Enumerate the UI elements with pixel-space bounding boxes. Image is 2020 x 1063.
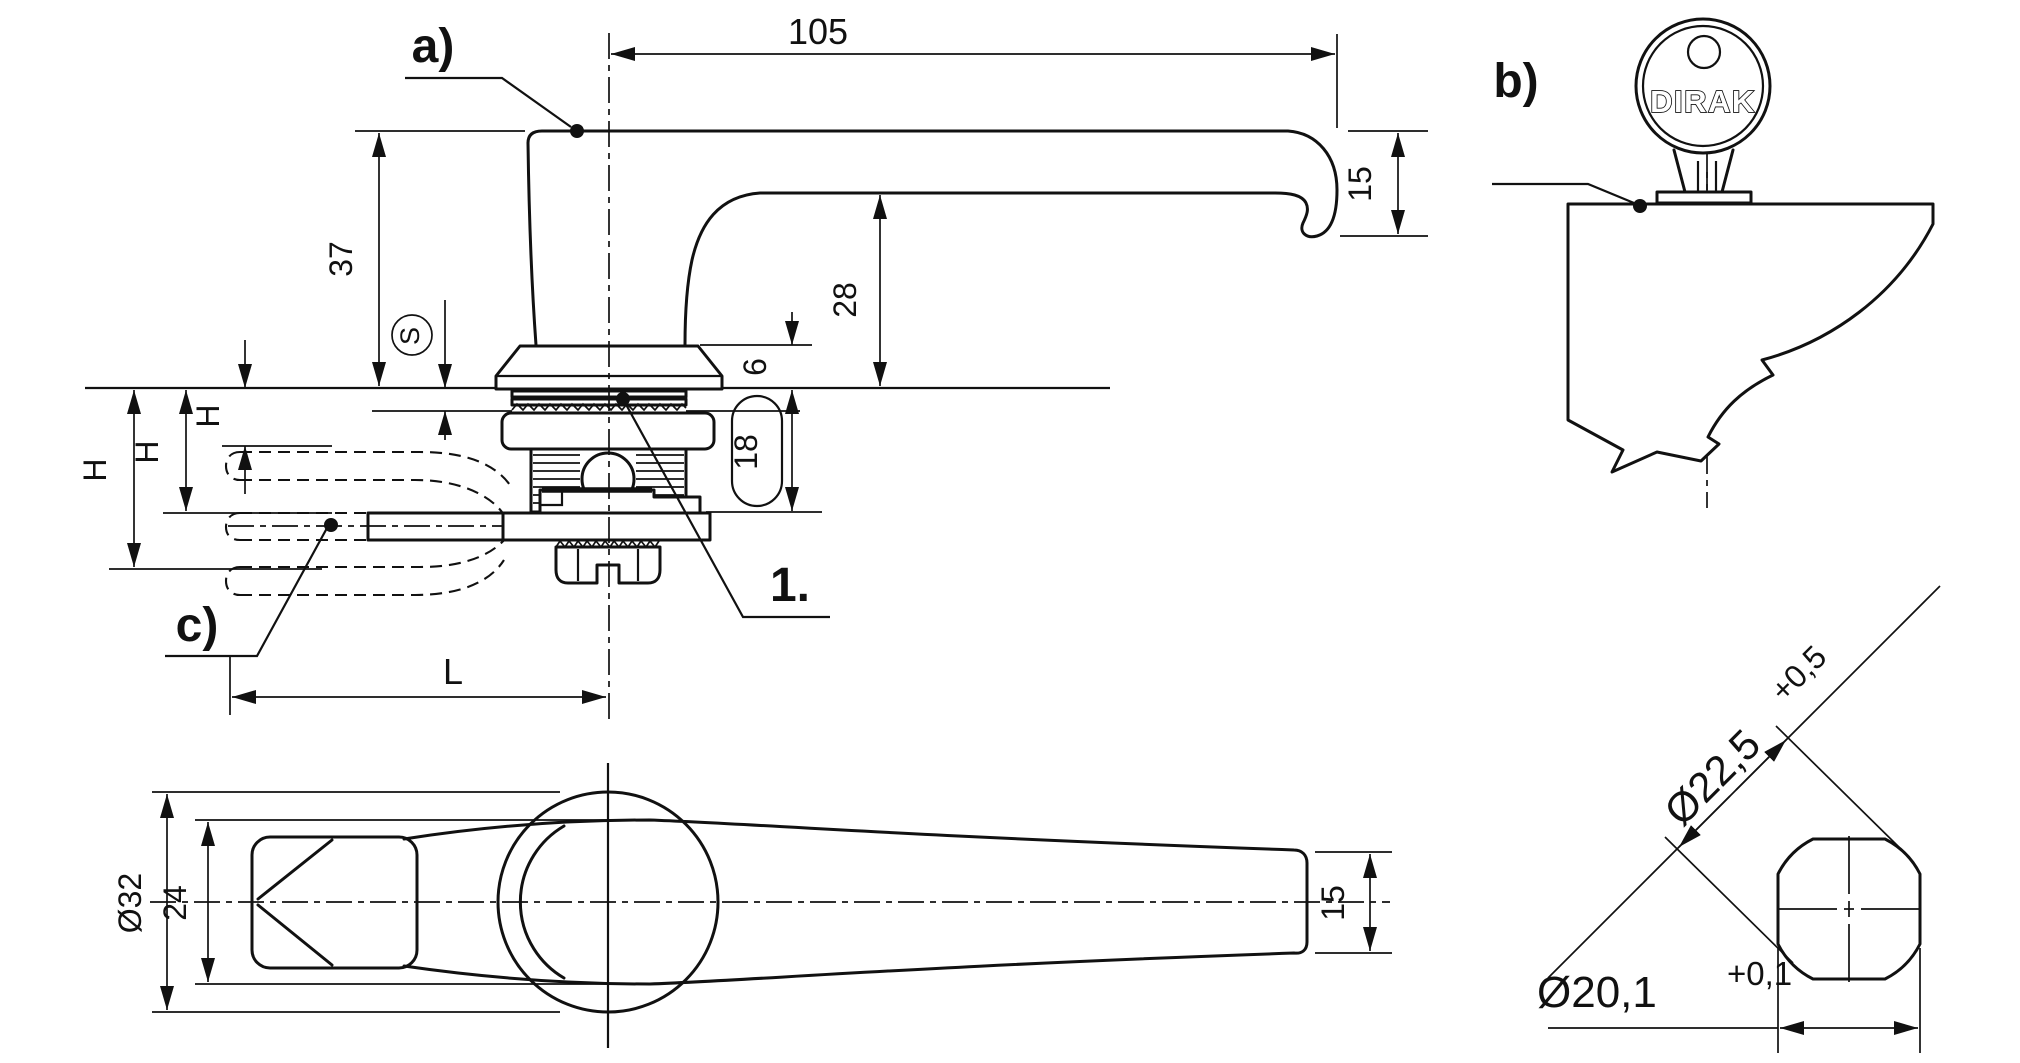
label-1-dot [616, 392, 630, 406]
label-c: c) [165, 518, 338, 658]
lock-nut [500, 411, 716, 451]
dim-24: 24 [157, 819, 640, 985]
latch-position-up-dashed [224, 450, 513, 513]
dim-105-label: 105 [788, 11, 848, 52]
dim-dia20-1-label: Ø20,1 [1537, 968, 1657, 1017]
label-a: a) [405, 20, 584, 138]
dim-dia22-5: Ø22,5 +0,5 [1547, 585, 1941, 979]
label-1-text: 1. [770, 559, 810, 612]
handle-grip-left-edge [526, 141, 538, 347]
key-shank-right [1720, 148, 1735, 194]
dim-15-side: 15 [1340, 130, 1428, 237]
label-b: b) [1492, 55, 1647, 213]
label-c-leader [165, 527, 328, 658]
dim-dia22-5-label: Ø22,5 [1655, 720, 1769, 834]
dim-15-plan-label: 15 [1315, 885, 1351, 921]
dim-s-panel-thickness: S [391, 300, 452, 440]
key-shank-left [1672, 148, 1687, 194]
arrow-lower [1678, 795, 1731, 848]
latch-arm-solid [366, 511, 505, 542]
dim-6: 6 [700, 312, 812, 376]
boss-inner-arc [518, 824, 566, 980]
dim-18: 18 [706, 390, 822, 513]
label-b-text: b) [1493, 55, 1538, 108]
flat-washer-2 [510, 397, 688, 407]
cutout-crosshair [1779, 836, 1919, 982]
dim-h-positions: H H H [77, 340, 332, 570]
latch-position-down-dashed [224, 532, 511, 597]
dim-dia22-5-tolerance: +0,5 [1763, 638, 1833, 708]
cam-notch [540, 490, 564, 507]
brand-text: DIRAK [1650, 84, 1756, 119]
boss-circle [496, 790, 720, 1014]
dim-24-label: 24 [157, 885, 193, 921]
label-b-dot [1633, 199, 1647, 213]
key-detail-view: DIRAK b) [1492, 17, 1935, 508]
lever-plan-outline [402, 818, 1309, 986]
latch-hub-section [501, 511, 712, 542]
lock-housing-broken-section [1566, 202, 1935, 474]
label-a-leader [405, 76, 572, 128]
grip-plan-chamfer-lines [256, 838, 334, 967]
latch-up-bottom-edge [240, 478, 503, 513]
dim-28: 28 [827, 195, 887, 386]
label-a-dot [570, 124, 584, 138]
serrated-washer [511, 402, 687, 412]
label-c-dot [324, 518, 338, 532]
label-1-leader [622, 398, 830, 619]
arrow-upper [1735, 739, 1787, 791]
latch-down-tip-cap [224, 565, 241, 597]
dim-h-small-label: H [190, 404, 226, 427]
dim-h-large-label: H [77, 458, 113, 481]
latch-bolt [554, 539, 662, 585]
dim-s-label: S [395, 327, 425, 345]
dim-105: 105 [611, 11, 1338, 128]
latch-mid-tip-cap [224, 511, 241, 542]
dim-h-mid-label: H [129, 440, 165, 463]
key-head-outer [1634, 17, 1772, 155]
s-symbol-circle [391, 314, 433, 356]
label-b-leader [1492, 182, 1635, 205]
latch-up-tip-cap [224, 450, 241, 482]
dim-dia32-label: Ø32 [112, 873, 148, 933]
latch-up-top-edge [240, 450, 513, 489]
side-view: 105 15 37 28 6 18 [77, 11, 1428, 723]
clamp-range-capsule [730, 394, 784, 508]
key: DIRAK [1634, 17, 1772, 205]
cutout-outline [1776, 837, 1922, 981]
label-a-text: a) [412, 20, 455, 73]
handle-lever-outline [526, 129, 1339, 347]
plan-view: Ø32 24 15 [112, 763, 1392, 1048]
dim-dia20-1: Ø20,1 +0,1 [1537, 948, 1921, 1053]
dim-6-label: 6 [737, 358, 773, 376]
latch-down-top-edge [240, 532, 511, 569]
bolt-outline [554, 545, 662, 585]
cutout-detail-view: Ø20,1 +0,1 Ø22,5 +0,5 [1537, 585, 1941, 1053]
dim-l-label: L [443, 651, 463, 692]
dim-37: 37 [323, 130, 525, 386]
ext-lower [1664, 836, 1794, 964]
key-hole [1686, 34, 1722, 70]
dim-dia20-1-tolerance: +0,1 [1727, 955, 1792, 992]
dim-28-label: 28 [827, 282, 863, 318]
dim-dia32: Ø32 [112, 791, 560, 1013]
dim-15-plan: 15 [1315, 851, 1392, 954]
label-1: 1. [616, 392, 830, 619]
key-collar [1655, 190, 1753, 205]
dim-37-label: 37 [323, 241, 359, 277]
dim-18-label: 18 [728, 434, 764, 470]
dia22-5-rotated-text: Ø22,5 +0,5 [1655, 638, 1833, 834]
latch-position-mid-dashed [224, 511, 518, 542]
dim-15-side-label: 15 [1342, 166, 1378, 202]
label-c-text: c) [176, 599, 219, 652]
key-head-inner [1641, 24, 1765, 148]
flat-washer-1 [510, 389, 688, 399]
dim-l: L [229, 651, 606, 715]
grip-plan-outline [250, 835, 419, 970]
ext-upper [1775, 725, 1906, 854]
latch-down-bottom-edge [240, 559, 505, 597]
